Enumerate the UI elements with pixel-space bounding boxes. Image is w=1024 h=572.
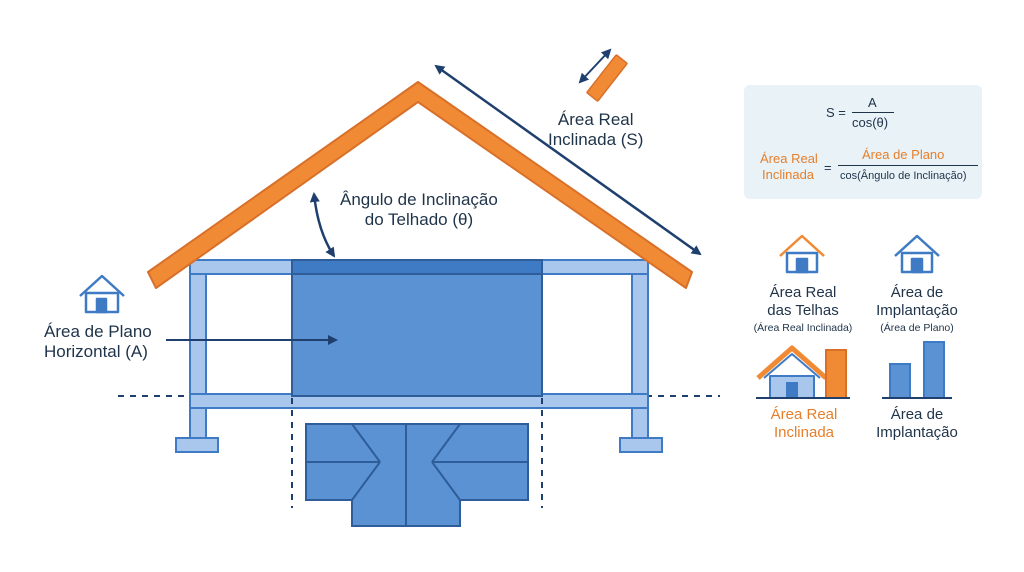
formula-fraction-bar-2	[838, 165, 978, 166]
house-icon-left	[79, 274, 125, 314]
comparison-left-subtitle: (Área Real Inclinada)	[753, 322, 853, 334]
plan-area-bar-large	[923, 341, 945, 399]
roof-angle-label: Ângulo de Inclinação do Telhado (θ)	[340, 190, 498, 230]
formula-denominator-cos: cos(θ)	[852, 115, 889, 130]
slanted-area-label: Área Real Inclinada (S)	[548, 110, 644, 150]
comparison-left-title: Área Real das Telhas	[767, 284, 839, 319]
formula-equals: =	[824, 160, 832, 175]
plan-area-top-strip	[291, 259, 543, 275]
slanted-length-arrow	[434, 64, 702, 256]
formula-panel: S = A cos(θ) Área Real Inclinada = Área …	[744, 85, 982, 199]
formula-fraction-bar-1	[852, 112, 894, 113]
comparison-left-bottom-label: Área Real Inclinada	[770, 406, 838, 441]
roof	[147, 81, 693, 289]
roof-tile-icon	[578, 48, 628, 102]
slanted-area-bar	[825, 349, 847, 399]
plan-area-bar-small	[889, 363, 911, 399]
formula-left-line1: Área Real	[760, 151, 818, 166]
house-icon-blue	[894, 234, 940, 274]
formula-left-line2: Inclinada	[762, 167, 815, 182]
plan-area-label: Área de Plano Horizontal (A)	[44, 322, 152, 362]
comparison-right-title: Área de Implantação	[876, 284, 958, 319]
floor-plan-shape	[305, 423, 529, 527]
angle-arc-arrow	[309, 192, 336, 258]
formula-numerator-plano: Área de Plano	[862, 147, 945, 162]
comparison-right-subtitle: (Área de Plano)	[880, 322, 954, 334]
plan-area-block	[291, 259, 543, 397]
formula-denominator-long: cos(Ângulo de Inclinação)	[840, 170, 967, 182]
comparison-house-orange	[756, 345, 828, 399]
formula-numerator-a: A	[868, 95, 877, 110]
comparison-right-bottom-label: Área de Implantação	[876, 406, 958, 441]
house-frame	[175, 259, 663, 453]
house-icon-orange	[779, 234, 825, 274]
formula-s-equals: S =	[826, 105, 846, 120]
